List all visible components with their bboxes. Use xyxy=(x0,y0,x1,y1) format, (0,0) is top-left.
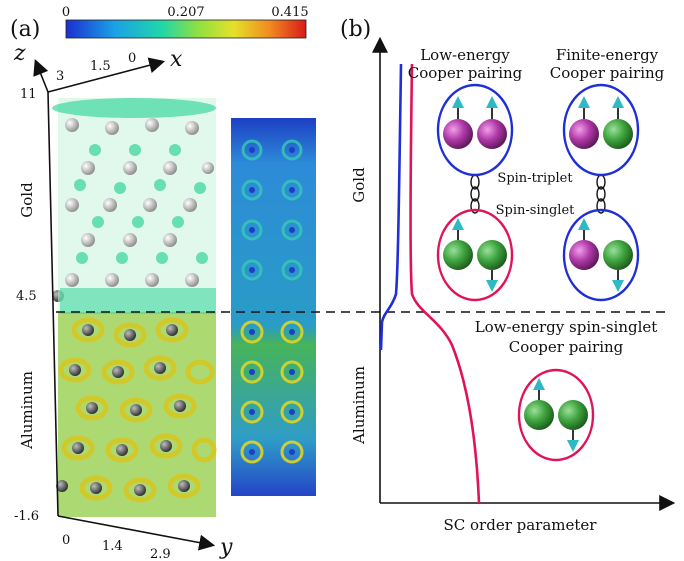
panel-b-gold-label: Gold xyxy=(350,167,368,203)
colorbar-max: 0.415 xyxy=(271,5,308,20)
y-tick-1-4: 1.4 xyxy=(102,539,123,554)
x-tick-3: 3 xyxy=(56,69,64,84)
colorbar-min: 0 xyxy=(62,5,70,20)
low-energy-singlet-line2: Cooper pairing xyxy=(509,338,624,356)
low-energy-pairing-line1: Low-energy xyxy=(420,46,510,64)
spin-triplet-label: Spin-triplet xyxy=(497,171,573,186)
y-axis-name: y xyxy=(219,535,233,560)
low-energy-singlet-line1: Low-energy spin-singlet xyxy=(475,318,658,336)
z-tick-neg1-6: -1.6 xyxy=(14,509,39,524)
panel-a-axes xyxy=(33,57,216,551)
x-tick-1-5: 1.5 xyxy=(90,59,111,74)
pair-triplet-finite-energy xyxy=(562,83,640,177)
panel-b-axes xyxy=(372,36,676,511)
panel-b-aluminum-label: Aluminum xyxy=(350,366,368,445)
spin-singlet-label: Spin-singlet xyxy=(496,203,576,218)
x-tick-0: 0 xyxy=(128,51,136,66)
panel-a-label: (a) xyxy=(10,17,40,42)
pair-singlet-low-energy xyxy=(436,208,514,302)
panel-a-gold-label: Gold xyxy=(18,182,36,218)
red-order-parameter-curve xyxy=(409,63,481,504)
z-axis-arrow xyxy=(33,59,49,93)
z-axis-name: z xyxy=(13,41,26,66)
z-axis-line xyxy=(47,91,59,517)
x-axis-arrow xyxy=(47,57,166,93)
colorbar-mid: 0.207 xyxy=(167,5,204,20)
blue-order-parameter-curve xyxy=(379,63,403,351)
low-energy-pairing-line2: Cooper pairing xyxy=(408,64,523,82)
panel-b-xlabel: SC order parameter xyxy=(444,516,598,534)
y-tick-2-9: 2.9 xyxy=(150,547,171,561)
finite-energy-pairing-line1: Finite-energy xyxy=(556,46,659,64)
pair-singlet-aluminum xyxy=(517,368,595,462)
finite-energy-pairing-line2: Cooper pairing xyxy=(550,64,665,82)
pair-singlet-finite-energy xyxy=(562,208,640,302)
colorbar xyxy=(65,19,307,39)
density-slice-2d xyxy=(231,118,316,496)
y-tick-0: 0 xyxy=(62,533,70,548)
z-tick-11: 11 xyxy=(20,87,37,102)
panel-b-label: (b) xyxy=(340,17,371,42)
z-tick-4-5: 4.5 xyxy=(16,289,37,304)
x-axis-name: x xyxy=(170,47,183,72)
panel-a-aluminum-label: Aluminum xyxy=(18,371,36,450)
density-isosurface-3d xyxy=(52,98,217,517)
pair-triplet-low-energy xyxy=(436,83,514,177)
y-axis-arrow xyxy=(57,515,216,551)
